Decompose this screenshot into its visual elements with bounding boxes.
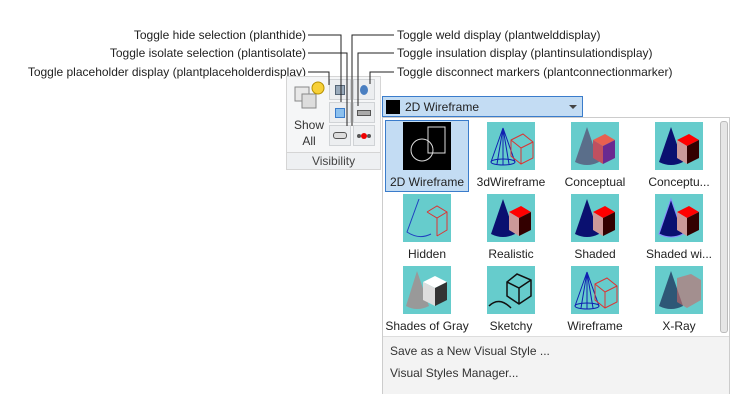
visual-style-label: Sketchy [489, 319, 533, 333]
hide-selection-button[interactable] [329, 79, 351, 100]
placeholder-icon [333, 132, 347, 139]
visual-style-label: Conceptual [564, 175, 626, 189]
visual-style-2d-wireframe[interactable]: 2D Wireframe [385, 120, 469, 192]
show-all-button[interactable]: Show All [291, 79, 327, 149]
visual-style-shades-of-gray[interactable]: Shades of Gray [385, 264, 469, 336]
visual-style-3dwireframe[interactable]: 3dWireframe [469, 120, 553, 192]
callout-isolate: Toggle isolate selection (plantisolate) [109, 46, 306, 60]
show-all-icon [294, 81, 325, 109]
visual-style-label: 3dWireframe [476, 175, 546, 189]
disconnect-markers-button[interactable] [353, 125, 375, 146]
callout-disconnect: Toggle disconnect markers (plantconnecti… [397, 65, 673, 79]
show-all-label: Show [293, 118, 325, 132]
visual-style-label: Shaded [574, 247, 616, 261]
visual-style-label: Conceptu... [648, 175, 710, 189]
insulation-display-button[interactable] [353, 102, 375, 123]
combo-thumb-icon [386, 99, 400, 114]
visual-style-thumbnail-icon [403, 194, 451, 242]
visual-style-thumbnail-icon [487, 266, 535, 314]
callout-insulation: Toggle insulation display (plantinsulati… [397, 46, 653, 60]
callout-weld: Toggle weld display (plantwelddisplay) [397, 28, 601, 42]
visual-style-thumbnail-icon [487, 194, 535, 242]
panel-title: Visibility [287, 152, 380, 169]
callout-placeholder: Toggle placeholder display (plantplaceho… [27, 65, 306, 79]
visual-style-label: Wireframe [567, 319, 623, 333]
visual-style-combo[interactable]: 2D Wireframe [382, 96, 583, 117]
visual-style-conceptual[interactable]: Conceptual [553, 120, 637, 192]
visual-style-thumbnail-icon [403, 122, 451, 170]
visual-style-hidden[interactable]: Hidden [385, 192, 469, 264]
show-all-label2: All [302, 134, 316, 148]
visual-style-label: Shades of Gray [385, 319, 469, 333]
placeholder-display-button[interactable] [329, 125, 351, 146]
callout-hide: Toggle hide selection (planthide) [133, 28, 306, 42]
visual-style-thumbnail-icon [655, 266, 703, 314]
insulation-icon [357, 109, 371, 116]
visual-style-label: Realistic [488, 247, 534, 261]
visual-style-label: 2D Wireframe [389, 175, 464, 189]
visual-style-sketchy[interactable]: Sketchy [469, 264, 553, 336]
dropdown-menu: Save as a New Visual Style ... Visual St… [383, 336, 729, 394]
visibility-panel: Show All Visibility [286, 76, 381, 170]
isolate-selection-button[interactable] [329, 102, 351, 123]
visual-style-thumbnail-icon [655, 194, 703, 242]
visual-styles-manager-item[interactable]: Visual Styles Manager... [390, 366, 519, 380]
visual-style-thumbnail-icon [487, 122, 535, 170]
combo-value: 2D Wireframe [405, 99, 480, 114]
visual-style-shaded[interactable]: Shaded [553, 192, 637, 264]
visual-style-label: Shaded wi... [645, 247, 713, 261]
visual-style-shaded-wi[interactable]: Shaded wi... [637, 192, 721, 264]
visual-style-wireframe[interactable]: Wireframe [553, 264, 637, 336]
visual-style-thumbnail-icon [403, 266, 451, 314]
visual-style-thumbnail-icon [571, 266, 619, 314]
visual-style-thumbnail-icon [571, 194, 619, 242]
visual-style-thumbnail-icon [655, 122, 703, 170]
visual-style-label: X-Ray [662, 319, 696, 333]
isolate-icon [335, 107, 345, 118]
visual-style-conceptu[interactable]: Conceptu... [637, 120, 721, 192]
visual-style-x-ray[interactable]: X-Ray [637, 264, 721, 336]
visual-style-dropdown: 2D Wireframe 3dWireframe Conceptual Concept… [382, 117, 730, 394]
visual-style-thumbnail-icon [571, 122, 619, 170]
save-visual-style-item[interactable]: Save as a New Visual Style ... [390, 344, 550, 358]
weld-icon [360, 84, 368, 95]
disconnect-icon [361, 132, 367, 139]
hide-icon [335, 84, 345, 95]
chevron-down-icon[interactable] [569, 104, 577, 109]
visual-style-realistic[interactable]: Realistic [469, 192, 553, 264]
scrollbar[interactable] [720, 121, 728, 333]
visual-style-label: Hidden [407, 247, 447, 261]
